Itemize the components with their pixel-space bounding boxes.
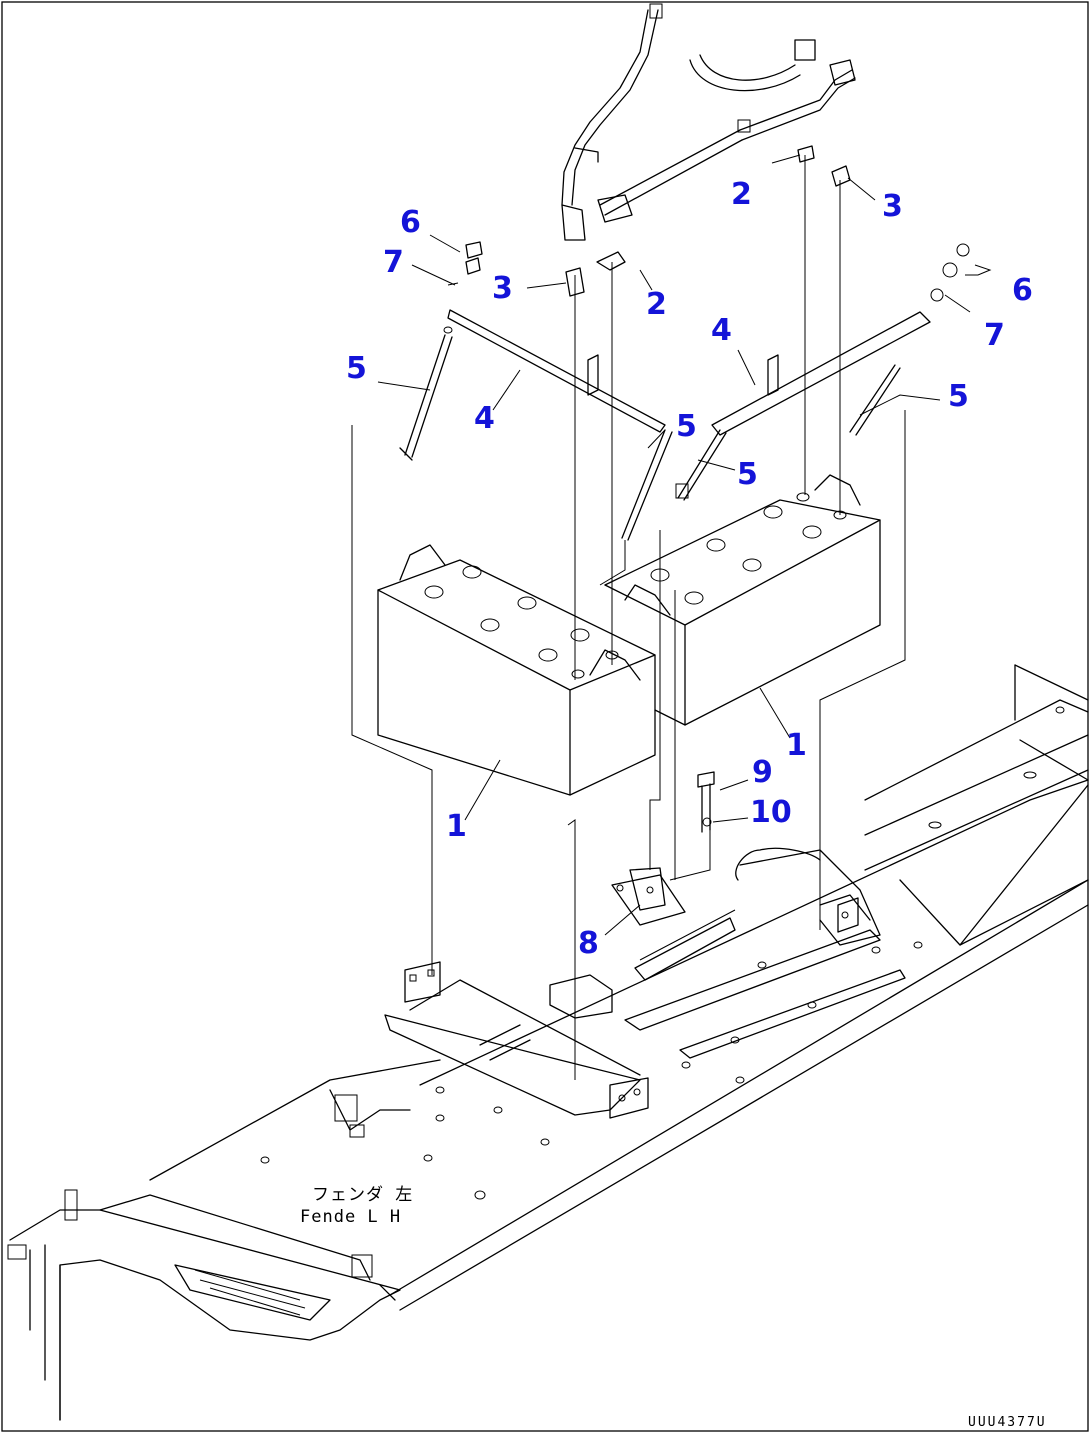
battery-right bbox=[604, 474, 881, 726]
callout-clamp: 3 bbox=[882, 189, 903, 224]
assembly-guide-lines bbox=[351, 155, 906, 1080]
battery-tray-right bbox=[735, 847, 881, 946]
fender-deck bbox=[7, 664, 1089, 1421]
callout-j-bolt: 5 bbox=[346, 351, 367, 386]
callout-washer: 7 bbox=[383, 245, 404, 280]
callout-bracket: 8 bbox=[578, 926, 599, 961]
washer-10 bbox=[702, 817, 712, 827]
hold-down-bar-left bbox=[447, 309, 666, 433]
callout-battery: 1 bbox=[446, 809, 467, 844]
battery-tray bbox=[384, 961, 649, 1119]
callout-terminal: 2 bbox=[646, 287, 667, 322]
fender-label-jp: フェンダ 左 bbox=[312, 1185, 413, 1205]
mounting-bracket bbox=[611, 867, 686, 926]
callout-bolt: 9 bbox=[752, 755, 773, 790]
hold-down-bar-right bbox=[711, 311, 931, 436]
drawing-code: UUU4377U bbox=[968, 1415, 1047, 1430]
callout-nut: 6 bbox=[1012, 273, 1033, 308]
callout-j-bolt: 5 bbox=[948, 379, 969, 414]
callout-nut: 6 bbox=[400, 205, 421, 240]
battery-left bbox=[377, 544, 656, 796]
callout-hold-down-bar: 4 bbox=[711, 313, 732, 348]
callout-washer: 7 bbox=[984, 318, 1005, 353]
callout-terminal: 2 bbox=[731, 177, 752, 212]
fender-label-en: Fende L H bbox=[300, 1207, 401, 1227]
bolt-9 bbox=[697, 771, 715, 833]
callout-clamp: 3 bbox=[492, 271, 513, 306]
callout-leaders bbox=[377, 154, 992, 936]
callout-hold-down-bar: 4 bbox=[474, 401, 495, 436]
callout-j-bolt: 5 bbox=[676, 409, 697, 444]
j-bolts bbox=[399, 326, 901, 541]
callout-washer-10: 10 bbox=[750, 795, 792, 830]
callout-j-bolt: 5 bbox=[737, 457, 758, 492]
callout-battery: 1 bbox=[786, 728, 807, 763]
battery-cables bbox=[561, 3, 856, 241]
callout-labels: 1 1 2 2 3 3 4 4 5 5 5 5 6 6 7 7 8 9 10 bbox=[346, 177, 1033, 961]
